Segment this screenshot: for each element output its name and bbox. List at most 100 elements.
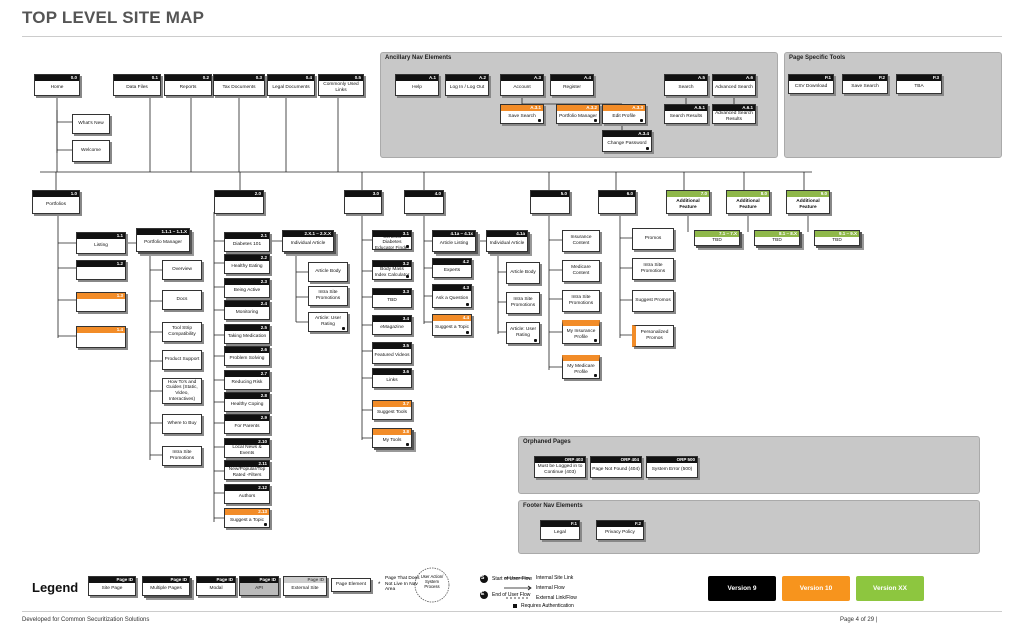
page-label: Medicare Content (571, 265, 591, 276)
page-label: Search Results (669, 114, 703, 120)
lock-icon (466, 303, 469, 306)
page-label: Healthy Eating (231, 264, 263, 270)
section-node: 5.0 (530, 190, 570, 214)
page-label: Commonly Used Links (323, 82, 359, 93)
article-element: Intra Site Promotions (506, 292, 540, 314)
page-label: CSV Download (794, 84, 828, 90)
legend-page-element: Page Element (331, 578, 371, 592)
page-label: eMagazine (380, 325, 404, 331)
footer-nav-title: Footer Nav Elements (523, 503, 583, 509)
page-id-label: 3.4 (373, 316, 411, 322)
page-label: Intra Site Promotions (640, 263, 666, 274)
lock-icon (538, 119, 541, 122)
page-label: Article Body (315, 269, 341, 275)
page-label: Save Search (851, 84, 879, 90)
lock-icon (594, 119, 597, 122)
page-label: Experts (443, 268, 461, 274)
page-label: My Insurance Profile (566, 328, 596, 340)
page-id-label: 0.1 (114, 75, 160, 81)
lock-icon (534, 339, 537, 342)
page-label: How To's and Guides (Static, Video, Inte… (166, 379, 198, 402)
page-label: Listing (94, 243, 108, 249)
page-id-label: 3.3 (373, 289, 411, 295)
page-label: Tool Strip Compatibility (168, 326, 196, 337)
page-label (406, 198, 442, 212)
page-label: Certified Diabetes Educator Finder (374, 234, 410, 251)
end-flow-icon: E (481, 591, 485, 597)
page-label: Account (513, 85, 531, 91)
lock-icon (264, 523, 267, 526)
legend-not-live: Page That Does Not Live In Nav Area (385, 576, 420, 593)
lock-icon (406, 245, 409, 248)
version-10-badge: Version 10 (782, 576, 850, 601)
page-id-label: 2.6 (225, 347, 269, 353)
page-id-label: A.3.4 (603, 131, 651, 137)
page-label: Data Files (126, 85, 148, 91)
page-id-label: 3.6 (373, 369, 411, 375)
page-label: Reports (179, 85, 197, 91)
insurance-node: Insurance Content (562, 230, 600, 252)
page-label: Article Listing (439, 241, 469, 247)
insurance-node: Medicare Content (562, 260, 600, 282)
whats-new-node: What's New (72, 114, 110, 134)
page-label: Promos (644, 236, 662, 242)
page-id-label: 2.2 (225, 255, 269, 261)
page-label: New/Popular/Top Rated -Filters (228, 467, 266, 478)
page-label: Additional Feature (676, 199, 700, 210)
tool-node: 3.4 eMagazine (372, 315, 412, 335)
page-label: What's New (78, 121, 104, 127)
page-label: Suggest a Topic (434, 325, 470, 331)
page-label: Healthy Coping (230, 402, 264, 408)
page-label: Where to Buy (167, 421, 197, 427)
page-label: TBD (712, 238, 722, 244)
page-id-label: A.3.3 (603, 105, 645, 111)
page-id-label: 7.0 (667, 191, 709, 197)
page-label: Overview (172, 267, 192, 273)
page-label: Intra Site Promotions (568, 295, 594, 306)
legend-user-action: User Action/ System Process (420, 574, 444, 589)
portfolio-manager-element: How To's and Guides (Static, Video, Inte… (162, 378, 202, 404)
page-id-label: 1.3 (77, 293, 125, 299)
page-id-label: ORP 500 (647, 457, 697, 463)
page-id-label: 4.3 (433, 285, 471, 291)
page-label: Suggest a Topic (229, 518, 265, 524)
page-label: Additional Feature (736, 199, 760, 210)
page-label: Article Body (510, 270, 536, 276)
article-element: Article: User Rating (506, 322, 540, 344)
welcome-node: Welcome (72, 140, 110, 162)
page-label: Must be Logged in to Continue (403) (537, 464, 583, 475)
promo-node: Personalized Promos (632, 325, 674, 347)
promo-node: Promos (632, 228, 674, 250)
page-label: Portfolio Manager (144, 240, 182, 246)
lock-icon (406, 443, 409, 446)
page-label: Tax Documents (222, 85, 256, 91)
page-id-label: 5.0 (531, 191, 569, 197)
page-label: Intra Site Promotions (510, 297, 536, 308)
page-label: Additional Feature (796, 199, 820, 210)
page-id-label: A.6 (713, 75, 755, 81)
